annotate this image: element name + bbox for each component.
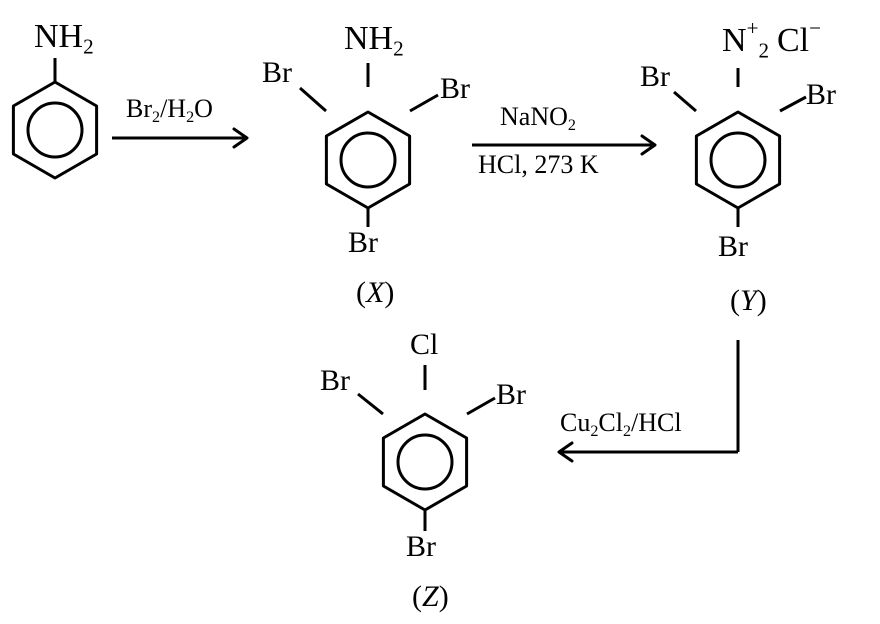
aniline-ring-aromatic-circle bbox=[26, 101, 84, 159]
z-ring bbox=[381, 412, 469, 512]
z-br-right-bond bbox=[466, 396, 496, 416]
reagent-hcl-273k: HCl, 273 K bbox=[478, 150, 599, 179]
z-br-left: Br bbox=[320, 364, 350, 397]
y-ring-aromatic-circle bbox=[709, 131, 767, 189]
z-br-left-bond bbox=[357, 392, 384, 416]
x-br-left-bond bbox=[299, 86, 327, 113]
z-ring-aromatic-circle bbox=[396, 433, 454, 491]
x-ring-aromatic-circle bbox=[339, 131, 397, 189]
x-caption: (X) bbox=[356, 276, 395, 309]
z-br-right: Br bbox=[496, 378, 526, 411]
z-br-bottom: Br bbox=[406, 530, 436, 563]
aniline-amine-label: NH2 bbox=[34, 18, 94, 59]
arrow-2-head bbox=[640, 134, 657, 156]
reagent-nano2: NaNO2 bbox=[500, 102, 576, 134]
y-br-right-bond bbox=[779, 95, 807, 113]
x-br-left: Br bbox=[262, 56, 292, 89]
x-br-right-bond bbox=[409, 93, 439, 113]
x-ring bbox=[324, 110, 412, 210]
reagent-cu2cl2-hcl: Cu2Cl2/HCl bbox=[560, 408, 682, 440]
y-ring bbox=[694, 110, 782, 210]
z-cl-top: Cl bbox=[410, 328, 439, 361]
y-caption: (Y) bbox=[730, 284, 767, 317]
x-amine-label: NH2 bbox=[344, 20, 404, 61]
z-caption: (Z) bbox=[412, 580, 449, 613]
arrow-1-head bbox=[232, 127, 249, 149]
aniline-ring bbox=[11, 80, 99, 180]
y-br-bottom: Br bbox=[718, 230, 748, 263]
x-br-bottom: Br bbox=[348, 226, 378, 259]
y-br-right: Br bbox=[806, 78, 836, 111]
x-br-right: Br bbox=[440, 72, 470, 105]
reagent-br2-h2o: Br2/H2O bbox=[126, 94, 213, 126]
y-br-left: Br bbox=[640, 60, 670, 93]
y-br-left-bond bbox=[673, 90, 697, 113]
arrow-3-head bbox=[557, 441, 574, 463]
